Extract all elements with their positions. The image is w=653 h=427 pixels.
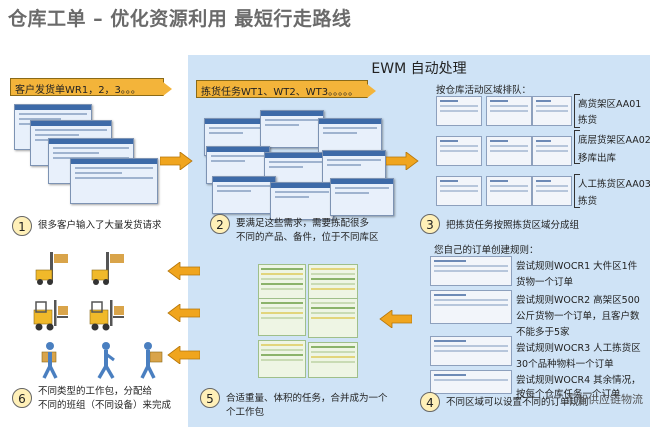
- zone3-label: 人工拣货区AA03: [578, 179, 651, 190]
- task-screen-9: [330, 178, 394, 216]
- page-title: 仓库工单 – 优化资源利用 最短行走路线: [8, 8, 352, 30]
- arrow-left-1-icon: [379, 310, 412, 328]
- zone2-screen-2: [486, 136, 532, 166]
- arrow-left-2-icon: [167, 262, 200, 280]
- step-4-badge: 4: [420, 392, 440, 412]
- package-table-6: [308, 342, 358, 378]
- task-screen-2: [260, 110, 324, 148]
- rule2-line1: 尝试规则WOCR2 高架区500: [516, 295, 640, 306]
- step-1-text: 很多客户输入了大量发货请求: [38, 220, 162, 231]
- package-table-4: [308, 298, 358, 338]
- rule3-line1: 尝试规则WOCR3 人工拣货区: [516, 343, 641, 354]
- step-6-text-line2: 不同的班组（不同设备）来完成: [38, 400, 172, 411]
- step-2-text-line1: 要满足这些需求，需要拣配很多: [236, 218, 370, 229]
- rule4-line1: 尝试规则WOCR4 其余情况，: [516, 375, 641, 386]
- package-table-5: [258, 340, 306, 378]
- arrow-left-4-icon: [167, 346, 200, 364]
- zone1-label: 高货架区AA01: [578, 99, 642, 110]
- zone2-label: 底层货架区AA02: [578, 135, 651, 146]
- zone3-screen-1: [436, 176, 482, 206]
- worker-carrying-icon-1: [41, 342, 58, 379]
- package-table-3: [258, 298, 306, 336]
- rule4-screen: [430, 370, 512, 394]
- zone3-screen-3: [532, 176, 572, 206]
- worker-carrying-icon-2: [140, 342, 163, 379]
- task-screen-3: [318, 118, 382, 156]
- banner-pick-tasks: 拣货任务WT1、WT2、WT3。。。。。: [196, 80, 376, 98]
- reach-truck-icon-2: [91, 252, 124, 285]
- step-6-badge: 6: [12, 388, 32, 408]
- panel-title: EWM 自动处理: [371, 61, 467, 77]
- zone2-action: 移库出库: [578, 153, 617, 164]
- step-2-text-line2: 不同的产品、备件，位于不同库区: [236, 232, 379, 243]
- zone2-screen-1: [436, 136, 482, 166]
- worker-walking-icon: [97, 342, 115, 379]
- zone1-screen-1: [436, 96, 482, 126]
- order-screen-4: [70, 158, 158, 204]
- zone2-bracket: [574, 130, 580, 164]
- zone1-action: 拣货: [578, 115, 598, 126]
- step-3-badge: 3: [420, 214, 440, 234]
- zone3-action: 拣货: [578, 196, 598, 207]
- arrow-right-1-icon: [160, 152, 193, 170]
- zone1-screen-3: [532, 96, 572, 126]
- zone1-bracket: [574, 94, 580, 128]
- zone3-bracket: [574, 174, 580, 208]
- task-screen-7: [212, 176, 276, 214]
- step-6-text-line1: 不同类型的工作包，分配给: [38, 386, 153, 397]
- step-5-text-line2: 个工作包: [226, 407, 265, 418]
- step-1-badge: 1: [12, 216, 32, 236]
- rule2-line3: 不能多于5家: [516, 327, 570, 338]
- zone2-screen-3: [532, 136, 572, 166]
- step-5-badge: 5: [200, 388, 220, 408]
- rule1-line1: 尝试规则WOCR1 大件区1件: [516, 261, 638, 272]
- arrow-left-3-icon: [167, 304, 200, 322]
- rule2-screen: [430, 290, 512, 324]
- step-4-text: 不同区域可以设置不同的订单规则: [446, 397, 589, 408]
- banner-customer-orders: 客户发货单WR1，2，3。。。: [10, 78, 172, 96]
- queue-header: 按仓库活动区域排队：: [436, 85, 532, 96]
- task-screen-8: [270, 182, 334, 220]
- forklift-icon-2: [89, 300, 124, 331]
- rules-header: 您自己的订单创建规则：: [434, 245, 539, 256]
- step-5-text-line1: 合适重量、体积的任务，合并成为一个: [226, 393, 388, 404]
- rule1-line2: 货物一个订单: [516, 277, 574, 288]
- rule1-screen: [430, 256, 512, 286]
- step-2-badge: 2: [210, 214, 230, 234]
- arrow-right-2-icon: [386, 152, 419, 170]
- rule3-line2: 30个品种物料一个订单: [516, 359, 614, 370]
- watermark: 汇智供应链物流: [566, 393, 643, 406]
- rule3-screen: [430, 336, 512, 366]
- rule2-line2: 公斤货物一个订单，且客户数: [516, 311, 640, 322]
- rule4-line2: 按每个仓库任务一个订单: [516, 389, 621, 400]
- step-3-text: 把拣货任务按照拣货区域分成组: [446, 220, 580, 231]
- zone1-screen-2: [486, 96, 532, 126]
- forklift-icon-1: [33, 300, 68, 331]
- reach-truck-icon: [35, 252, 68, 285]
- zone3-screen-2: [486, 176, 532, 206]
